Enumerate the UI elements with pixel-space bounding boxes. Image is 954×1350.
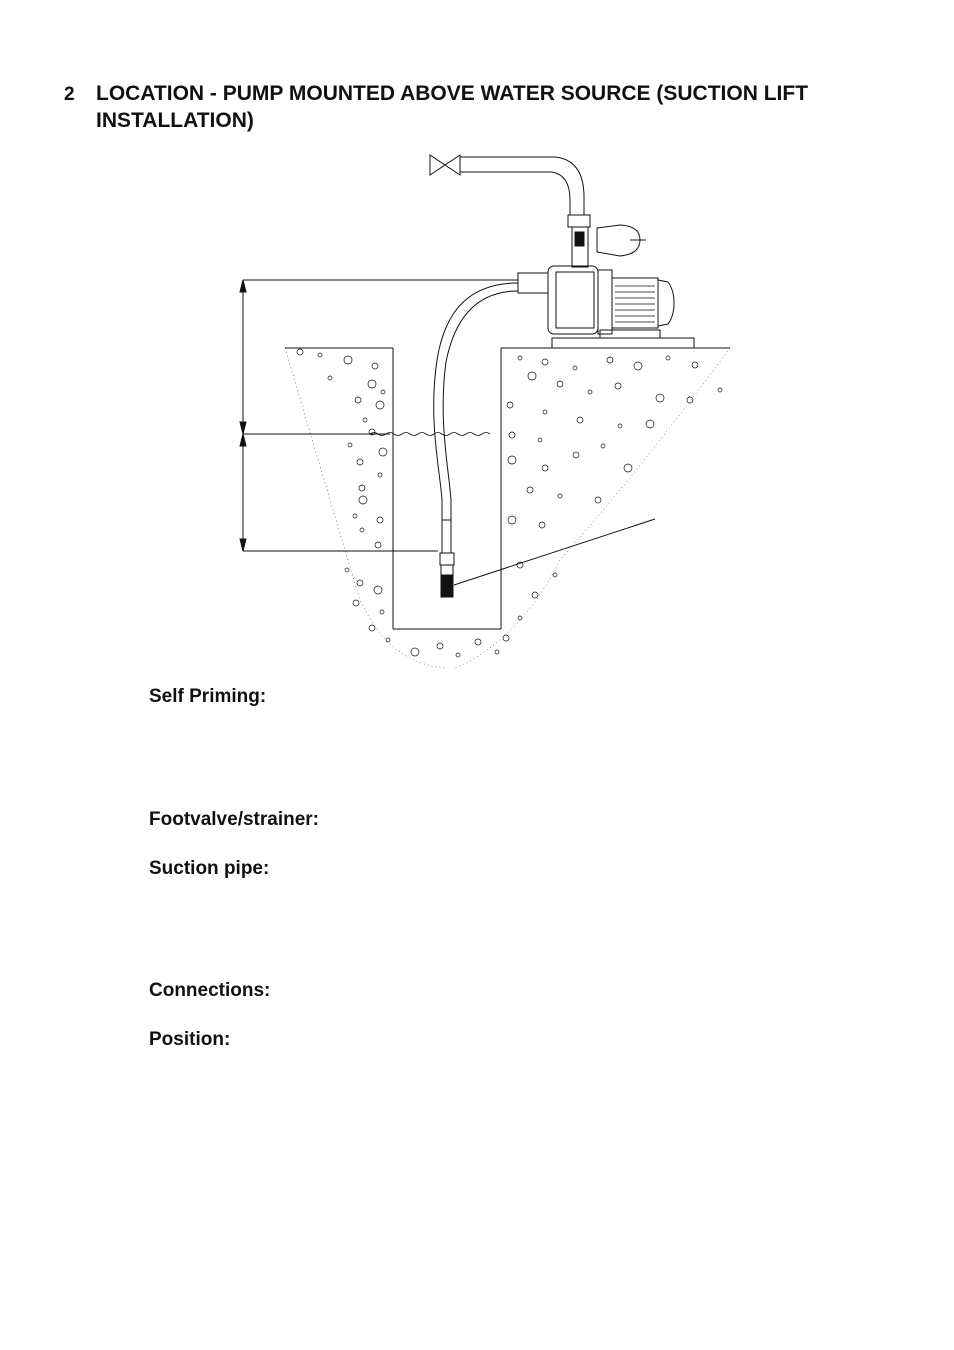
section-title: LOCATION - PUMP MOUNTED ABOVE WATER SOUR…	[96, 82, 809, 132]
footvalve-leader-line	[453, 518, 656, 586]
discharge-pipe	[460, 156, 585, 215]
dimension-suction-lift	[239, 279, 518, 552]
term-connections: Connections:	[149, 980, 271, 1001]
suction-lift-installation-diagram	[239, 154, 731, 669]
soil-outline-right	[454, 347, 731, 669]
term-position: Position:	[149, 1029, 231, 1050]
term-self-priming: Self Priming:	[149, 686, 267, 707]
gate-valve-icon	[429, 154, 461, 176]
well-shaft	[392, 348, 502, 630]
term-suction-pipe: Suction pipe:	[149, 858, 270, 879]
footvalve-strainer	[439, 552, 455, 598]
soil-pebbles	[296, 348, 723, 658]
soil-outline-left	[284, 347, 448, 669]
pump-assembly	[517, 214, 695, 349]
suction-hose	[433, 282, 519, 553]
term-footvalve-strainer: Footvalve/strainer:	[149, 809, 319, 830]
water-surface	[369, 432, 491, 436]
section-number: 2	[64, 84, 75, 105]
